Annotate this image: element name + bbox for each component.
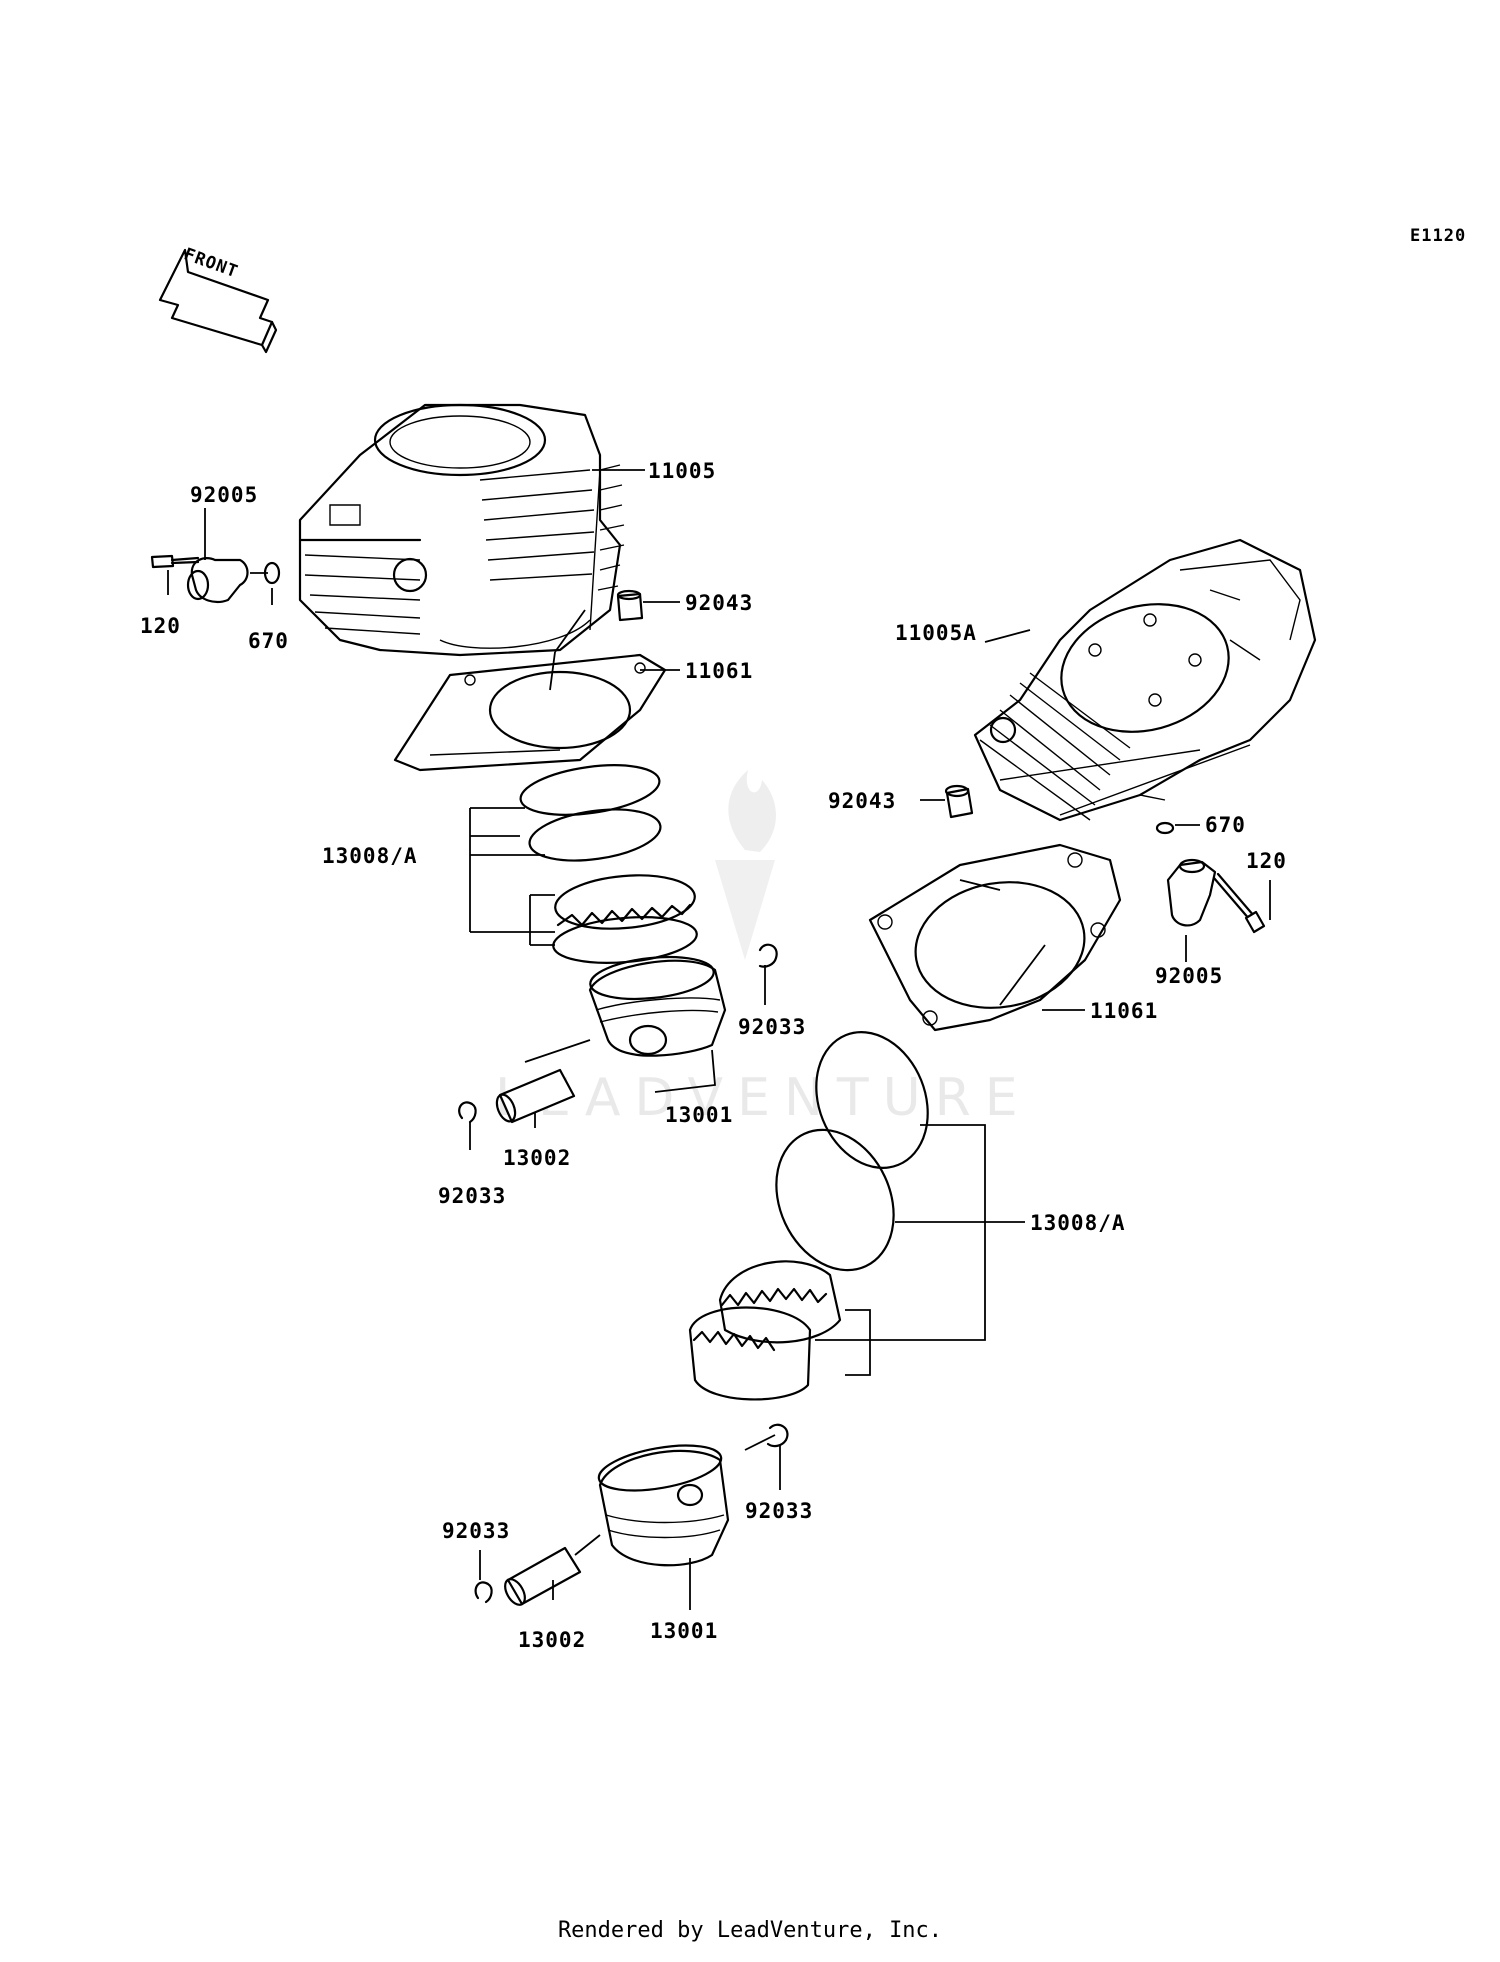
label-13002-left: 13002: [503, 1146, 571, 1170]
piston-13001-right-icon: [597, 1444, 730, 1567]
label-11061-left: 11061: [685, 659, 753, 683]
label-11005a: 11005A: [895, 621, 977, 645]
footer-credit: Rendered by LeadVenture, Inc.: [557, 1918, 943, 1943]
watermark: LEADVENTURE: [495, 770, 1032, 1128]
pin-13002-right-icon: [504, 1546, 582, 1606]
label-13001-left: 13001: [665, 1103, 733, 1127]
label-670-right: 670: [1205, 813, 1246, 837]
label-11005: 11005: [648, 459, 716, 483]
label-92005-left: 92005: [190, 483, 258, 507]
front-arrow-icon: FRONT: [158, 244, 278, 354]
piston-13001-left-icon: [588, 955, 727, 1057]
label-670-left: 670: [248, 629, 289, 653]
circlip-92033-left-b-icon: [458, 1101, 477, 1124]
dowel-92043-right-icon: [944, 784, 974, 819]
piston-rings-right-icon: [688, 1031, 929, 1401]
label-92033-left-a: 92033: [738, 1015, 806, 1039]
cylinder-front-icon: [298, 403, 625, 657]
label-92005-right: 92005: [1155, 964, 1223, 988]
label-13002-right: 13002: [518, 1628, 586, 1652]
label-120-left: 120: [140, 614, 181, 638]
dowel-92043-left-icon: [616, 589, 644, 622]
label-13008a-left: 13008/A: [322, 844, 418, 868]
label-13001-right: 13001: [650, 1619, 718, 1643]
label-92043-right: 92043: [828, 789, 896, 813]
label-92043-left: 92043: [685, 591, 753, 615]
cylinder-rear-icon: [973, 538, 1317, 822]
diagram-code: E1120: [1410, 226, 1466, 246]
leader-lines: [167, 469, 1271, 1610]
bolt-120-left-icon: [150, 554, 200, 569]
gasket-11061-left-icon: [393, 653, 667, 772]
label-120-right: 120: [1246, 849, 1287, 873]
label-11061-right: 11061: [1090, 999, 1158, 1023]
label-92033-right-b: 92033: [442, 1519, 510, 1543]
piston-rings-left-icon: [519, 764, 698, 964]
fitting-92005-right-icon: [1166, 858, 1217, 927]
label-92033-left-b: 92033: [438, 1184, 506, 1208]
circlip-92033-right-a-icon: [766, 1423, 789, 1448]
circlip-92033-right-b-icon: [474, 1581, 493, 1604]
oring-670-right-icon: [1155, 821, 1175, 835]
circlip-92033-left-a-icon: [758, 943, 778, 968]
gasket-11061-right-icon: [868, 843, 1122, 1032]
watermark-text: LEADVENTURE: [495, 1068, 1032, 1128]
label-92033-right-a: 92033: [745, 1499, 813, 1523]
bolt-120-right-icon: [1212, 872, 1266, 934]
fitting-92005-left-icon: [186, 557, 249, 604]
label-13008a-right: 13008/A: [1030, 1211, 1126, 1235]
pin-13002-left-icon: [495, 1068, 576, 1124]
